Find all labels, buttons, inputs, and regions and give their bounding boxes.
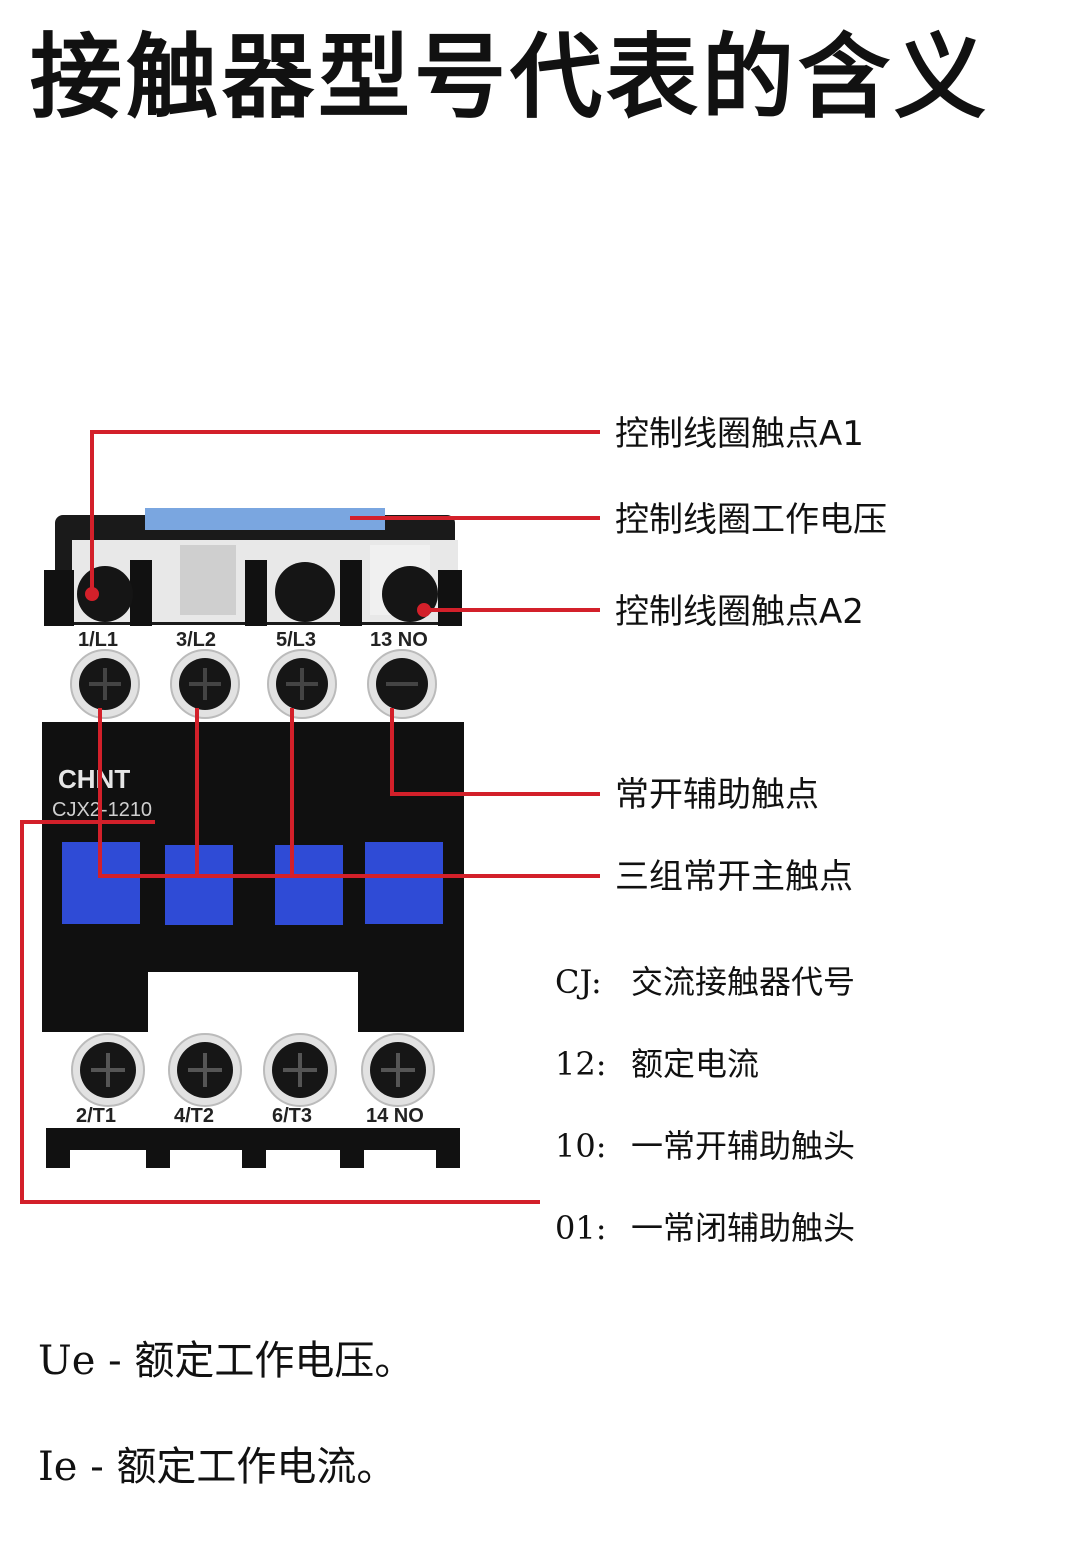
callout-aux-no: 常开辅助触点: [615, 775, 819, 815]
note-code: Ie: [38, 1444, 78, 1490]
leader-model-code: [20, 820, 540, 1204]
note-ie: Ie - 额定工作电流。: [38, 1442, 396, 1492]
bottom-screw-row: 2/T1 4/T2 6/T3 14 NO: [42, 1032, 464, 1132]
legend-item: 01: 一常闭辅助触头: [555, 1208, 855, 1248]
terminal-label: 6/T3: [272, 1105, 312, 1127]
leader-aux-no: [390, 708, 600, 796]
terminal-label: 3/L2: [176, 629, 216, 651]
callout-coil-voltage: 控制线圈工作电压: [615, 500, 887, 540]
legend-item: 10: 一常开辅助触头: [555, 1126, 855, 1166]
legend-meaning: 一常开辅助触头: [631, 1127, 856, 1165]
main-body: CHNT CJX2-1210: [42, 722, 464, 1038]
leader-main-contacts: [98, 708, 600, 878]
model-label: CJX2-1210: [52, 799, 152, 821]
legend-code: 10:: [555, 1127, 607, 1165]
note-code: Ue: [38, 1338, 96, 1384]
callout-a1: 控制线圈触点A1: [615, 414, 864, 454]
legend-item: CJ: 交流接触器代号: [555, 962, 855, 1002]
terminal-label: 14 NO: [366, 1105, 424, 1127]
terminal-label: 5/L3: [276, 629, 316, 651]
blue-contact-window: [275, 845, 343, 925]
terminal-label: 4/T2: [174, 1105, 214, 1127]
legend-code: 12:: [555, 1045, 607, 1083]
callout-a2: 控制线圈触点A2: [615, 592, 864, 632]
note-ue: Ue - 额定工作电压。: [38, 1336, 414, 1386]
coil-label-strip: [145, 508, 385, 530]
callout-main-contacts: 三组常开主触点: [615, 857, 853, 897]
upper-housing: [44, 508, 462, 626]
blue-contact-window: [365, 842, 443, 924]
terminal-label: 13 NO: [370, 629, 428, 651]
legend-code: 01:: [555, 1209, 607, 1247]
leader-lines: [20, 430, 600, 1204]
leader-a1: [90, 430, 600, 594]
legend-code: CJ:: [555, 963, 602, 1001]
terminal-label: 1/L1: [78, 629, 118, 651]
top-screw-row: [60, 649, 460, 720]
note-separator: -: [95, 1338, 135, 1384]
legend-meaning: 一常闭辅助触头: [631, 1209, 856, 1247]
page-title: 接触器型号代表的含义: [30, 23, 991, 131]
legend-item: 12: 额定电流: [555, 1044, 759, 1084]
note-meaning: 额定工作电流。: [116, 1444, 397, 1490]
note-meaning: 额定工作电压。: [134, 1338, 415, 1384]
legend-meaning: 额定电流: [631, 1045, 760, 1083]
top-terminal-labels: 1/L1 3/L2 5/L3 13 NO: [78, 629, 428, 651]
brand-logo: CHNT: [58, 764, 130, 794]
note-separator: -: [77, 1444, 117, 1490]
base-rail: [46, 1128, 460, 1168]
center-terminal-screw: [275, 562, 335, 622]
terminal-label: 2/T1: [76, 1105, 116, 1127]
legend-meaning: 交流接触器代号: [631, 963, 856, 1001]
nameplate-blank: [148, 972, 358, 1038]
